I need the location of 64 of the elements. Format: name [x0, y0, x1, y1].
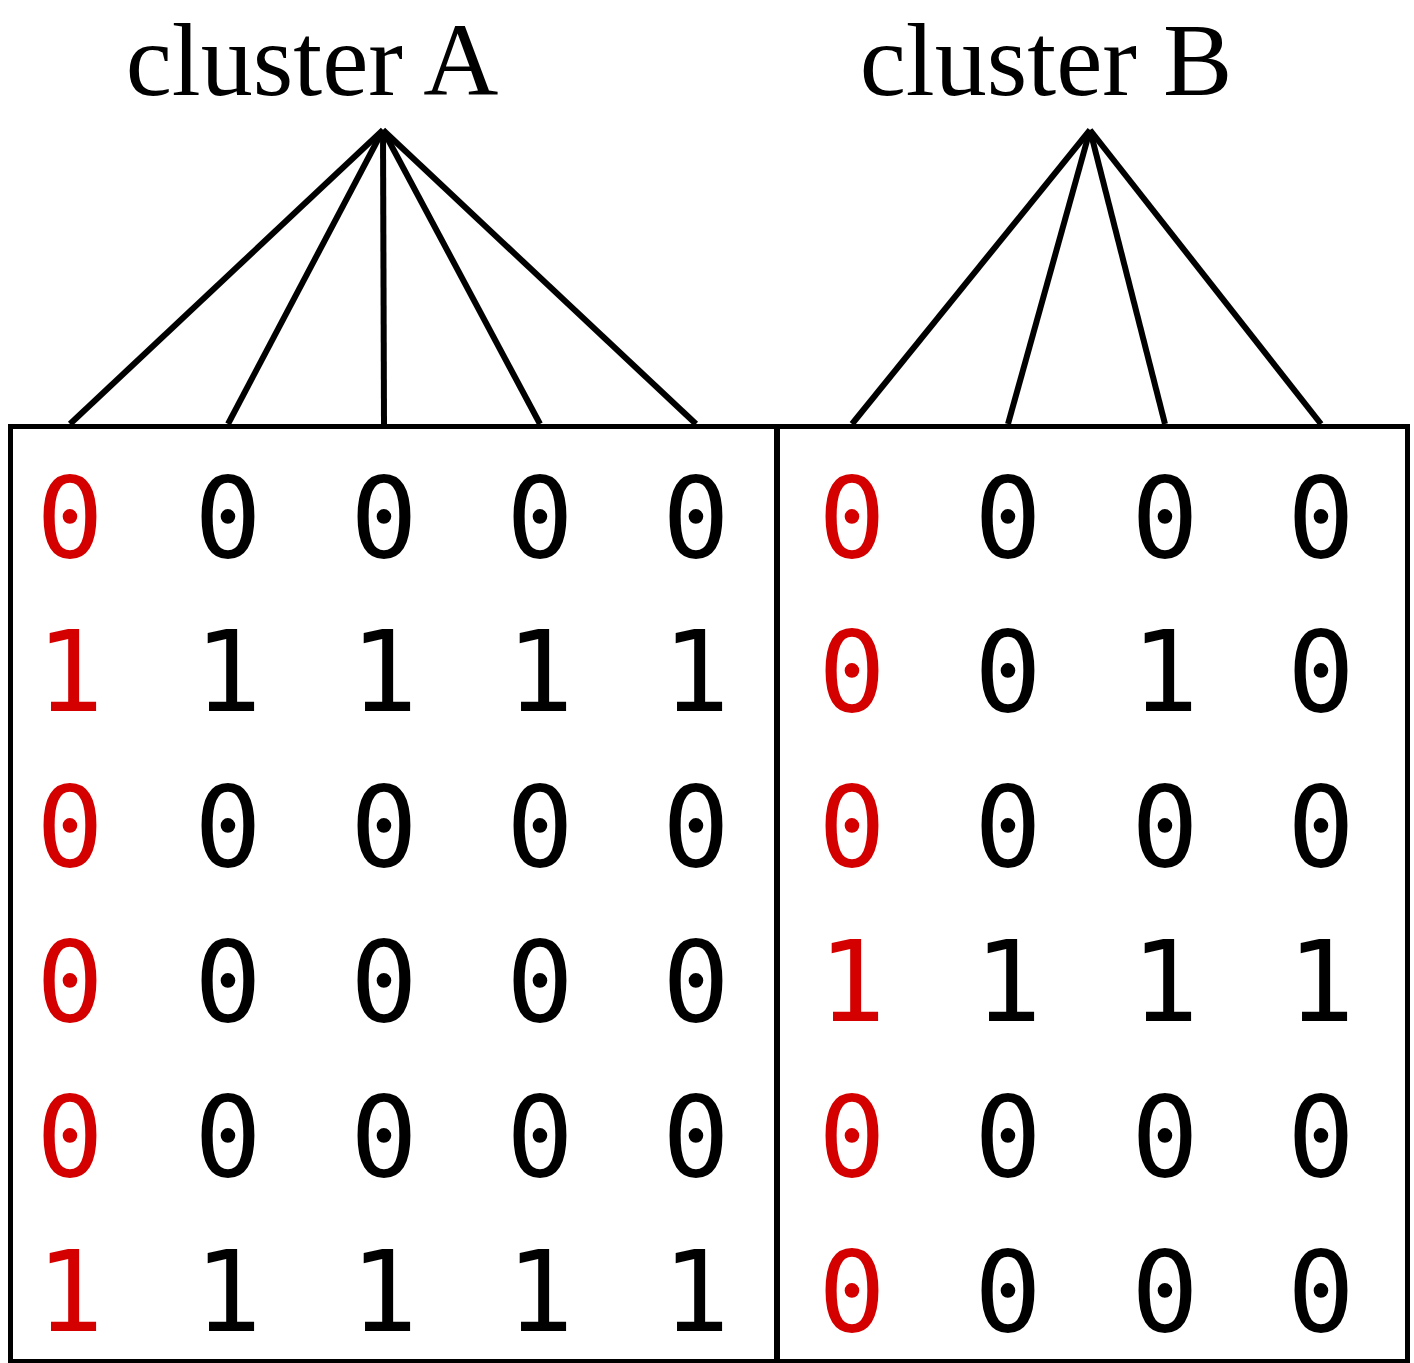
matrix-digit: 0 [817, 1081, 887, 1193]
matrix-digit: 0 [1286, 616, 1356, 728]
matrix-digit: 1 [1130, 616, 1200, 728]
matrix-digit: 1 [973, 926, 1043, 1038]
matrix-digit: 0 [349, 1081, 419, 1193]
connector-line [380, 127, 699, 427]
matrix-digit: 0 [505, 1081, 575, 1193]
matrix-digit: 0 [817, 462, 887, 574]
matrix-digit: 0 [817, 616, 887, 728]
matrix-digit: 0 [505, 462, 575, 574]
matrix-digit: 0 [661, 462, 731, 574]
matrix-digit: 0 [505, 771, 575, 883]
matrix-digit: 0 [35, 771, 105, 883]
matrix-digit: 1 [505, 1236, 575, 1348]
matrix-digit: 0 [35, 462, 105, 574]
matrix-panel [8, 424, 780, 1363]
connector-line [1087, 129, 1168, 425]
matrix-digit: 0 [349, 926, 419, 1038]
matrix-digit: 0 [35, 926, 105, 1038]
matrix-digit: 0 [35, 1081, 105, 1193]
matrix-digit: 0 [973, 1236, 1043, 1348]
matrix-digit: 0 [193, 1081, 263, 1193]
matrix-digit: 1 [1130, 926, 1200, 1038]
matrix-digit: 1 [349, 616, 419, 728]
matrix-digit: 0 [973, 616, 1043, 728]
matrix-digit: 1 [193, 1236, 263, 1348]
matrix-digit: 0 [349, 462, 419, 574]
matrix-digit: 0 [193, 926, 263, 1038]
matrix-digit: 0 [1130, 462, 1200, 574]
matrix-digit: 0 [1286, 771, 1356, 883]
matrix-digit: 0 [661, 771, 731, 883]
matrix-digit: 1 [817, 926, 887, 1038]
matrix-digit: 0 [193, 462, 263, 574]
cluster-label: cluster B [859, 8, 1233, 112]
connector-line [1005, 129, 1093, 425]
matrix-digit: 1 [35, 616, 105, 728]
matrix-digit: 0 [817, 771, 887, 883]
matrix-digit: 0 [349, 771, 419, 883]
matrix-digit: 1 [661, 1236, 731, 1348]
matrix-digit: 1 [505, 616, 575, 728]
matrix-panel [774, 424, 1410, 1363]
matrix-digit: 1 [193, 616, 263, 728]
connector-line [1087, 128, 1324, 426]
matrix-digit: 0 [973, 771, 1043, 883]
matrix-digit: 1 [349, 1236, 419, 1348]
matrix-digit: 0 [505, 926, 575, 1038]
matrix-digit: 0 [1130, 771, 1200, 883]
matrix-digit: 0 [661, 926, 731, 1038]
matrix-digit: 0 [1286, 1081, 1356, 1193]
matrix-digit: 0 [1286, 1236, 1356, 1348]
matrix-digit: 0 [973, 462, 1043, 574]
matrix-digit: 0 [1130, 1236, 1200, 1348]
matrix-digit: 0 [661, 1081, 731, 1193]
matrix-digit: 0 [1286, 462, 1356, 574]
matrix-digit: 1 [35, 1236, 105, 1348]
connector-line [67, 127, 386, 427]
connector-line [380, 128, 543, 426]
matrix-digit: 0 [193, 771, 263, 883]
cluster-label: cluster A [125, 8, 499, 112]
matrix-digit: 0 [817, 1236, 887, 1348]
matrix-digit: 0 [973, 1081, 1043, 1193]
matrix-digit: 1 [661, 616, 731, 728]
matrix-digit: 1 [1286, 926, 1356, 1038]
matrix-digit: 0 [1130, 1081, 1200, 1193]
